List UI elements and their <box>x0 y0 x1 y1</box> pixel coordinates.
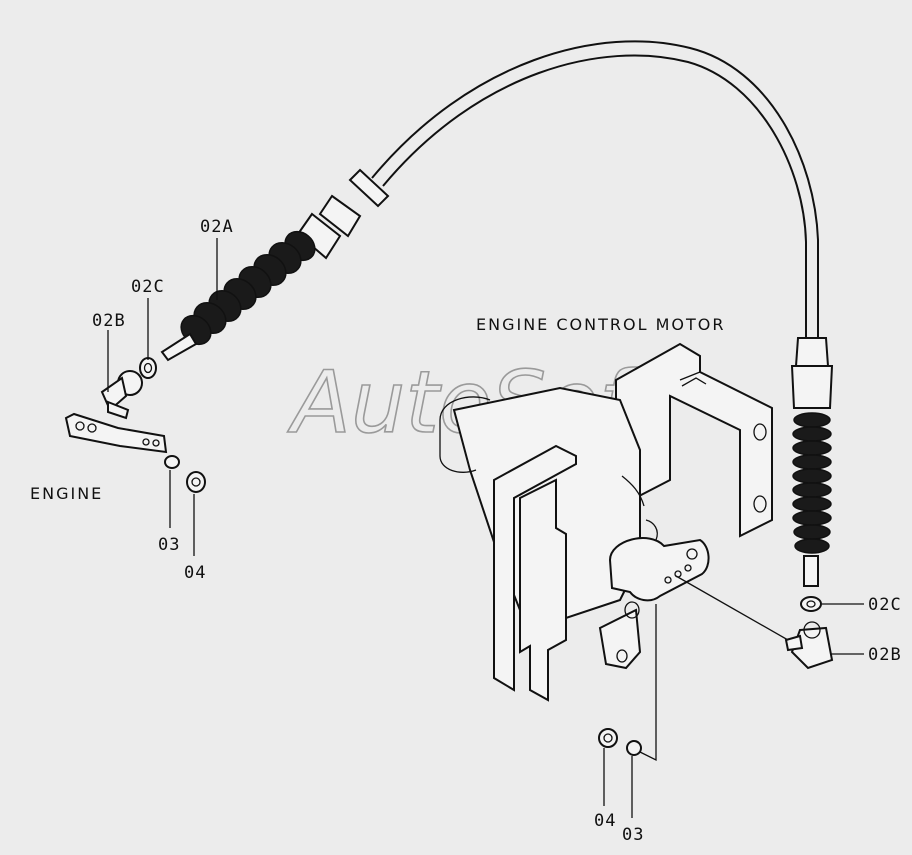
callout-left-02a: 02A <box>200 217 234 237</box>
washer-left-03 <box>164 455 180 469</box>
engine-lever <box>64 412 168 454</box>
callout-right-02b: 02B <box>868 645 902 665</box>
callout-right-02c: 02C <box>868 595 902 615</box>
callout-bottom-03: 03 <box>622 825 644 845</box>
callout-left-02b: 02B <box>92 311 126 331</box>
callout-bottom-04: 04 <box>594 811 616 831</box>
caption-engine-control-motor: ENGINE CONTROL MOTOR <box>476 315 725 334</box>
engine-control-motor <box>439 342 773 702</box>
callout-left-02c: 02C <box>131 277 165 297</box>
nut-left-02c <box>139 357 157 379</box>
callout-left-04: 04 <box>184 563 206 583</box>
control-cable <box>348 40 819 340</box>
washer-bottom-03 <box>626 740 642 756</box>
nut-bottom-04 <box>598 728 618 748</box>
ball-joint-right-02b <box>784 621 834 670</box>
leader-lines <box>107 238 864 818</box>
cable-boot-right <box>790 337 834 587</box>
caption-engine: ENGINE <box>30 484 103 503</box>
nut-right-02c <box>800 596 822 612</box>
cable-boot-left <box>160 194 362 362</box>
callout-left-03: 03 <box>158 535 180 555</box>
nut-left-04 <box>186 471 206 493</box>
ball-joint-left-02b <box>100 370 143 420</box>
